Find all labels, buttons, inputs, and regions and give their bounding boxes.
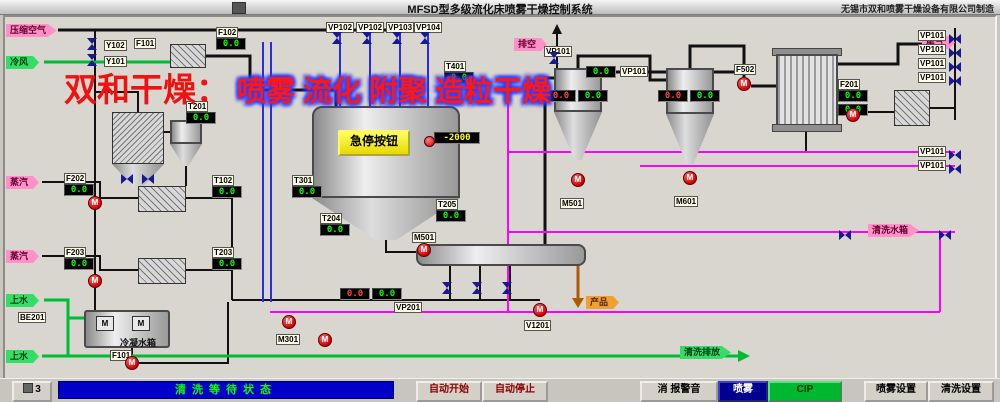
- fluid-bed: [416, 244, 586, 266]
- spray-mode-button[interactable]: 喷雾: [718, 381, 768, 402]
- emergency-stop-button[interactable]: 急停按钮: [338, 130, 410, 156]
- system-menu-button[interactable]: 3: [12, 381, 52, 402]
- agitator-motor-1: M: [96, 316, 114, 331]
- grid-icon: [23, 383, 34, 393]
- auto-start-button[interactable]: 自动开始: [416, 381, 482, 402]
- steam-heater-1: [138, 186, 186, 212]
- air-heater: [170, 44, 206, 68]
- watermark-slogan: 喷雾 流化 附聚 造粒干燥: [237, 76, 552, 108]
- watermark-brand: 双和干燥：: [64, 71, 229, 108]
- system-menu-label: 3: [35, 384, 41, 395]
- steam-heater-2: [138, 258, 186, 284]
- title-bar-icon: [232, 2, 246, 14]
- condenser: [776, 54, 838, 126]
- spray-settings-button[interactable]: 喷雾设置: [864, 381, 928, 402]
- tank-label: 冷凝水箱: [120, 338, 157, 348]
- cip-mode-button[interactable]: CIP: [768, 381, 842, 402]
- cyclone-1: [554, 68, 602, 112]
- manufacturer-label: 无锡市双和喷雾干燥设备有限公司制造: [840, 4, 994, 14]
- condenser-bottom-cap: [772, 124, 842, 132]
- heat-exchanger: [894, 90, 930, 126]
- bag-filter: [112, 112, 164, 164]
- status-display: 清洗等待状态: [58, 381, 394, 399]
- clean-settings-button[interactable]: 清洗设置: [928, 381, 994, 402]
- auto-stop-button[interactable]: 自动停止: [482, 381, 548, 402]
- page-title: MFSD型多级流化床喷雾干燥控制系统: [407, 4, 593, 16]
- title-bar: MFSD型多级流化床喷雾干燥控制系统 无锡市双和喷雾干燥设备有限公司制造: [0, 0, 1000, 16]
- agitator-motor-2: M: [132, 316, 150, 331]
- small-cyclone: [170, 120, 202, 144]
- mute-alarm-button[interactable]: 消 报警音: [640, 381, 718, 402]
- cyclone-2: [666, 68, 714, 114]
- watermark: 双和干燥：喷雾 流化 附聚 造粒干燥: [64, 70, 551, 112]
- alarm-indicator-dot: [424, 136, 435, 147]
